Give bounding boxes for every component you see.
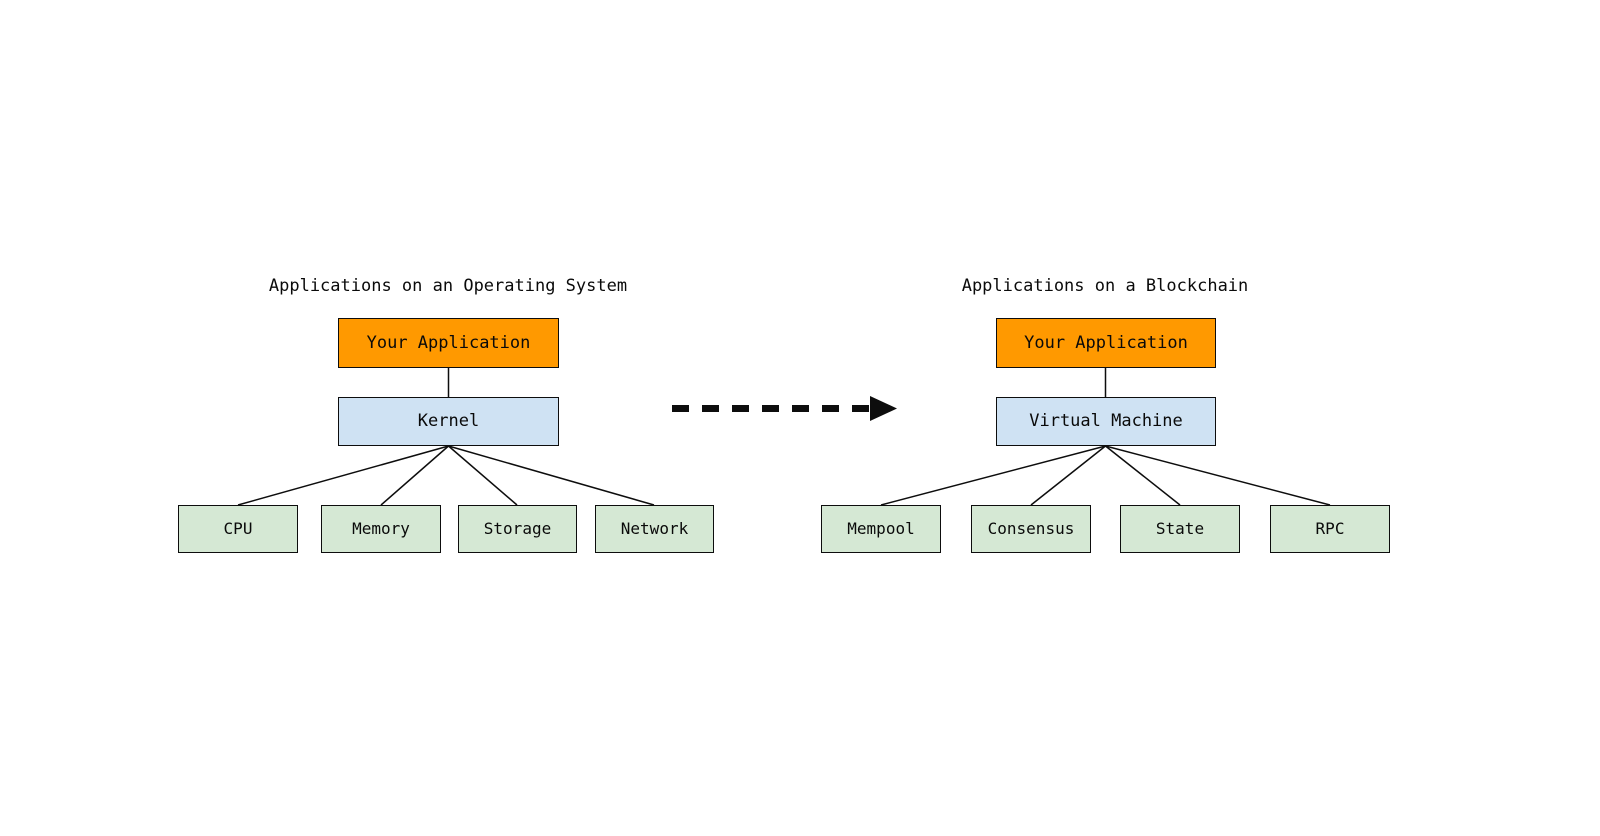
blockchain-resource-box-rpc[interactable]: RPC [1270,505,1390,553]
blockchain-resource-box-state[interactable]: State [1120,505,1240,553]
os-resource-label-cpu: CPU [223,519,253,538]
os-resource-box-memory[interactable]: Memory [321,505,441,553]
transition-arrow-head [870,396,897,421]
os-resource-box-storage[interactable]: Storage [458,505,577,553]
edge-os-kernel-to-cpu [237,445,449,506]
os-application-label: Your Application [366,332,531,353]
blockchain-application-label: Your Application [1024,332,1188,353]
blockchain-virtual-machine-label: Virtual Machine [1029,411,1183,431]
os-kernel-box[interactable]: Kernel [338,397,559,446]
os-resource-box-cpu[interactable]: CPU [178,505,298,553]
blockchain-resource-label-consensus: Consensus [987,519,1075,538]
blockchain-resource-label-mempool: Mempool [847,519,915,538]
blockchain-resource-box-consensus[interactable]: Consensus [971,505,1091,553]
edge-os-kernel-to-network [448,445,655,506]
edge-bc-vm-to-mempool [880,445,1106,506]
blockchain-resource-label-rpc: RPC [1315,519,1345,538]
edge-os-kernel-to-storage [448,445,518,506]
os-resource-label-memory: Memory [352,519,410,538]
os-kernel-label: Kernel [417,411,480,431]
blockchain-application-box[interactable]: Your Application [996,318,1216,368]
group-title-blockchain: Applications on a Blockchain [961,276,1249,296]
edge-bc-vm-to-consensus [1030,445,1106,506]
os-resource-box-network[interactable]: Network [595,505,714,553]
edge-bc-vm-to-state [1105,445,1181,506]
os-resource-label-storage: Storage [483,519,552,538]
os-resource-label-network: Network [620,519,689,538]
blockchain-virtual-machine-box[interactable]: Virtual Machine [996,397,1216,446]
blockchain-resource-box-mempool[interactable]: Mempool [821,505,941,553]
edge-bc-vm-to-rpc [1105,445,1331,506]
blockchain-resource-label-state: State [1155,519,1205,538]
group-title-operating-system: Applications on an Operating System [268,276,628,296]
transition-arrow [672,396,897,421]
os-application-box[interactable]: Your Application [338,318,559,368]
edge-os-kernel-to-memory [380,445,449,506]
